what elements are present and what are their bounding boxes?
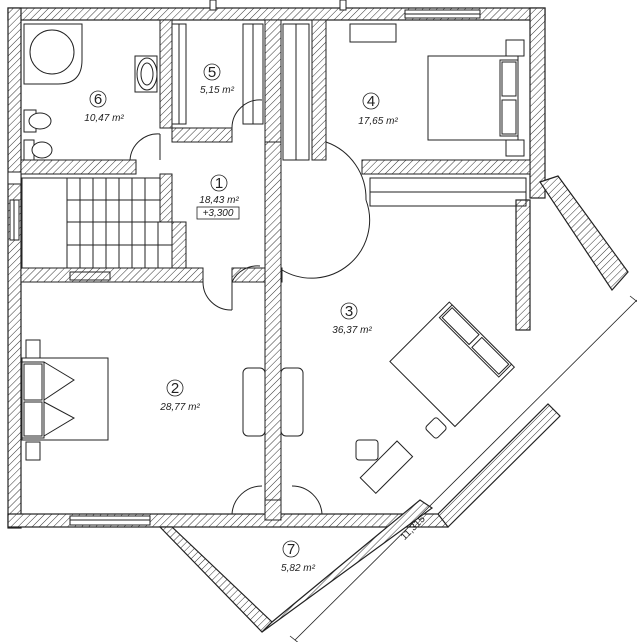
room-area: 28,77 m² [159, 402, 200, 413]
room-number: 1 [215, 175, 223, 192]
room-number: 5 [208, 64, 216, 81]
room-label-4: 4 17,65 m² [358, 92, 398, 127]
room-number: 2 [171, 380, 179, 397]
bathroom-fixtures [23, 23, 158, 161]
room-area: 10,47 m² [84, 113, 124, 124]
level-mark: +3,300 [203, 208, 234, 219]
room-area: 5,15 m² [200, 85, 235, 96]
dimension-line [289, 295, 637, 642]
room-number: 7 [287, 541, 295, 558]
room-label-2: 2 28,77 m² [159, 379, 200, 413]
room-label-3: 3 36,37 m² [332, 302, 372, 336]
room-area: 18,43 m² [199, 195, 239, 206]
room-label-5: 5 5,15 m² [200, 63, 235, 96]
room-label-1: 1 18,43 m² +3,300 [196, 174, 240, 220]
room-area: 17,65 m² [358, 116, 398, 127]
doors [129, 99, 371, 515]
wardrobes [69, 23, 527, 281]
room-number: 4 [367, 93, 375, 110]
windows [9, 0, 481, 526]
beds [21, 23, 525, 495]
room-number: 3 [345, 303, 353, 320]
room-label-7: 7 5,82 m² [281, 540, 316, 574]
room-area: 5,82 m² [281, 563, 316, 574]
room-area: 36,37 m² [332, 325, 372, 336]
staircase [21, 177, 173, 269]
inner-walls [7, 19, 531, 521]
room-number: 6 [94, 91, 102, 108]
room-label-6: 6 10,47 m² [84, 90, 124, 124]
